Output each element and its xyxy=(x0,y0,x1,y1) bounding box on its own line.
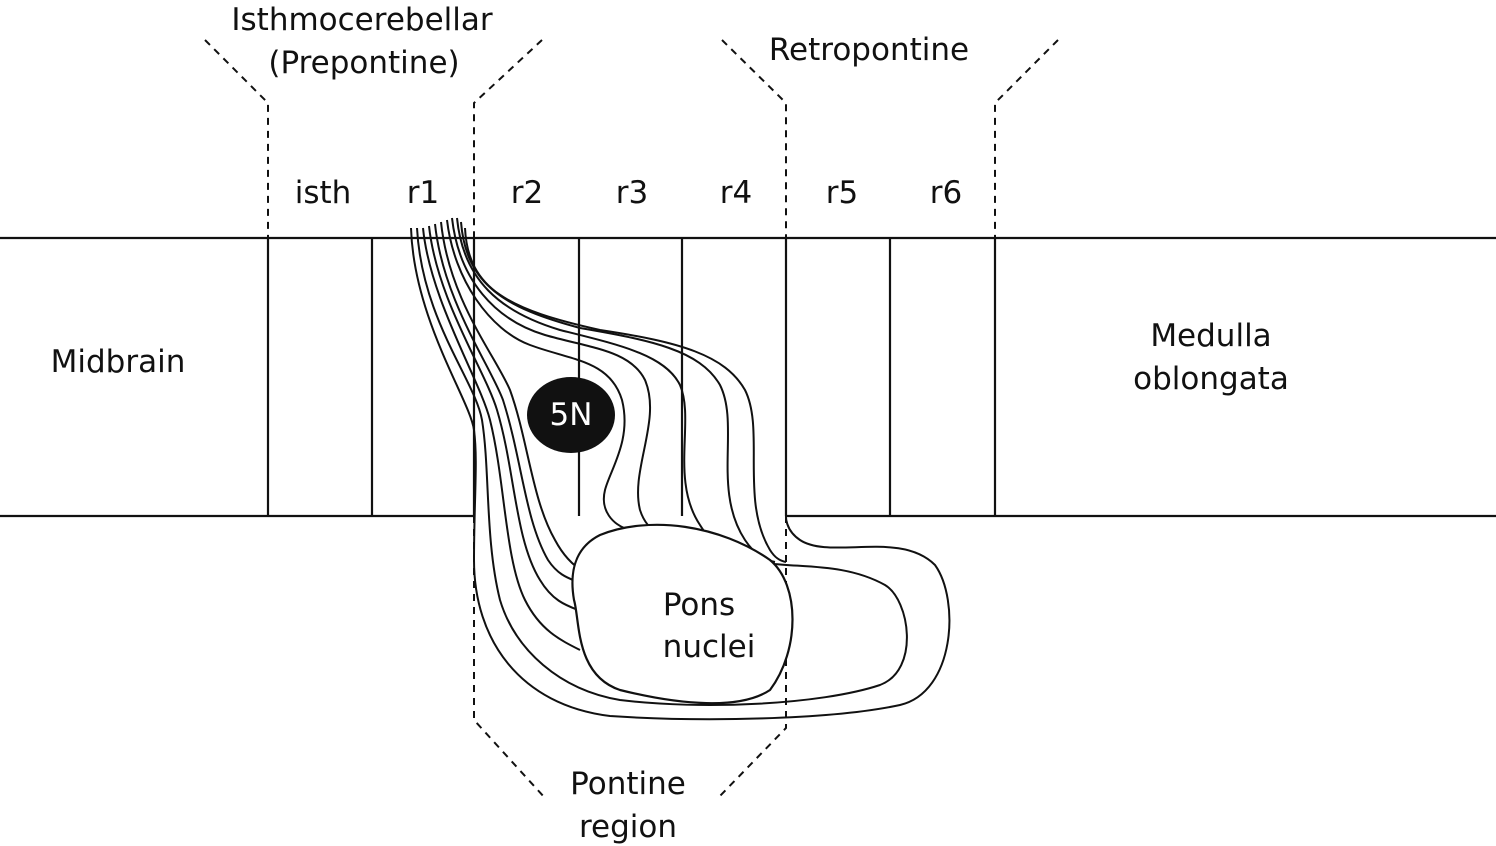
nucleus-5n-marker xyxy=(527,377,615,453)
rhombomere-label-r2: r2 xyxy=(511,175,543,211)
retropontine-bracket-left xyxy=(721,39,787,238)
pons-label-line1: Pons xyxy=(663,587,735,623)
migratory-stream-fibers xyxy=(410,217,951,721)
nucleus-5n-label: 5N xyxy=(550,397,593,433)
pons-label-line2: nuclei xyxy=(663,629,756,665)
rhombomere-label-r1: r1 xyxy=(407,175,439,211)
pontine-label-line1: Pontine xyxy=(570,766,686,802)
pontine-bracket-left xyxy=(473,516,546,799)
rhombomere-label-r5: r5 xyxy=(826,175,858,211)
isthmocerebellar-bracket-left xyxy=(204,39,269,238)
retropontine-label: Retropontine xyxy=(769,32,969,68)
isthmocerebellar-label-line1: Isthmocerebellar xyxy=(231,2,492,38)
retropontine-bracket-right xyxy=(994,39,1059,238)
rhombomere-label-r6: r6 xyxy=(930,175,962,211)
rhombomere-label-r4: r4 xyxy=(720,175,752,211)
medulla-label-line2: oblongata xyxy=(1133,361,1289,397)
isthmocerebellar-bracket-right xyxy=(473,39,543,238)
rhombomere-label-r3: r3 xyxy=(616,175,648,211)
medulla-label-line1: Medulla xyxy=(1150,318,1271,354)
isthmocerebellar-label-line2: (Prepontine) xyxy=(268,45,459,81)
pontine-label-line2: region xyxy=(579,809,677,845)
rhombomere-label-isth: isth xyxy=(295,175,352,211)
midbrain-label: Midbrain xyxy=(51,344,186,380)
pons-nuclei-body xyxy=(571,523,794,705)
